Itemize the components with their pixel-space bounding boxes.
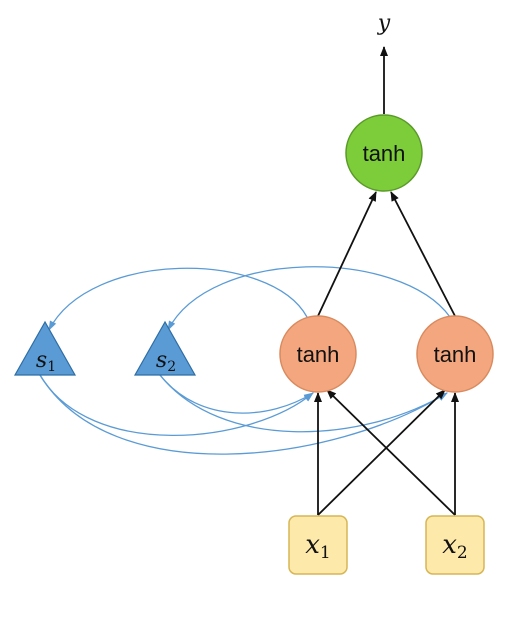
tanh-node-right: tanh bbox=[416, 315, 494, 393]
tanh-node-top: tanh bbox=[345, 114, 423, 192]
edge-tanh-right-to-tanh-top bbox=[390, 191, 456, 317]
feedforward-edges bbox=[314, 46, 459, 516]
state-node-s2: s2 bbox=[133, 320, 197, 376]
output-label: y bbox=[377, 11, 391, 36]
s1-triangle bbox=[13, 320, 77, 376]
tanh-right-circle bbox=[416, 315, 494, 393]
x2-label: x2 bbox=[442, 530, 468, 563]
edge-tanh-left-to-tanh-top bbox=[317, 191, 377, 317]
edge-tanh-left-to-s1 bbox=[48, 267, 308, 331]
recurrent-edges bbox=[39, 266, 451, 455]
tanh-left-circle bbox=[279, 315, 357, 393]
tanh-right-label: tanh bbox=[434, 342, 477, 367]
edge-s2-to-tanh-right bbox=[159, 374, 448, 433]
edge-x1-to-tanh-right bbox=[317, 389, 446, 516]
x2-box bbox=[425, 515, 485, 575]
x1-label: x1 bbox=[305, 530, 331, 563]
edge-tanh-right-to-s2 bbox=[167, 266, 451, 331]
s1-label: s1 bbox=[36, 348, 56, 375]
tanh-node-left: tanh bbox=[279, 315, 357, 393]
edge-x2-to-tanh-left bbox=[326, 389, 456, 516]
s2-triangle bbox=[133, 320, 197, 376]
edge-s1-to-tanh-left bbox=[39, 374, 314, 436]
tanh-top-label: tanh bbox=[363, 141, 406, 166]
tanh-top-circle bbox=[345, 114, 423, 192]
s2-label: s2 bbox=[156, 348, 176, 375]
x1-box bbox=[288, 515, 348, 575]
input-node-x1: x1 bbox=[288, 515, 348, 575]
input-node-x2: x2 bbox=[425, 515, 485, 575]
state-node-s1: s1 bbox=[13, 320, 77, 376]
edge-s1-to-tanh-right bbox=[39, 374, 448, 455]
tanh-left-label: tanh bbox=[297, 342, 340, 367]
